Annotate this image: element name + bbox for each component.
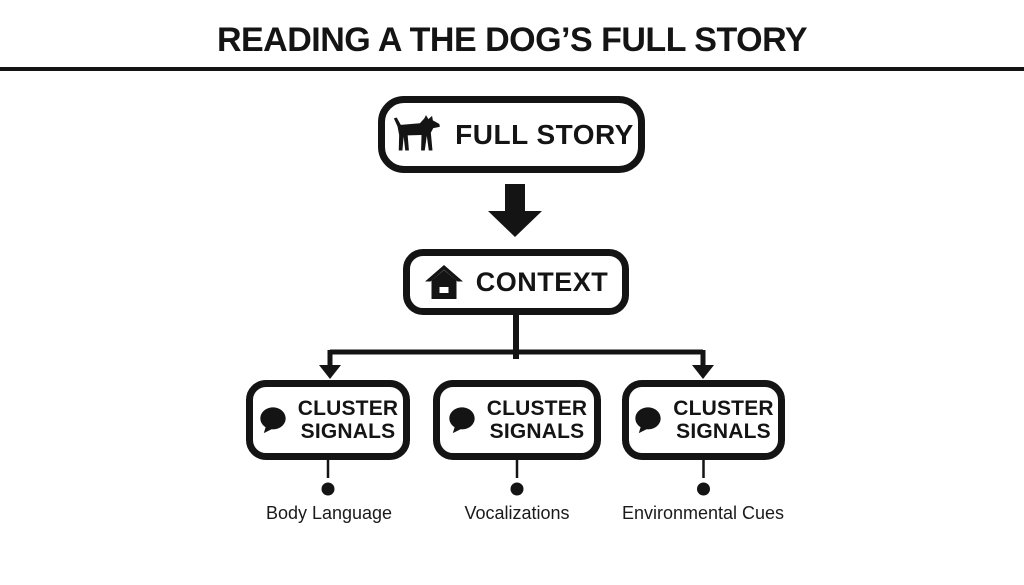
node-full-story-label: FULL STORY — [455, 118, 634, 150]
caption-vocalizations: Vocalizations — [464, 503, 570, 523]
down-arrow-icon — [488, 184, 542, 237]
node-cluster-signals-3-label: CLUSTER SIGNALS — [673, 397, 774, 443]
cluster-label-line1: CLUSTER — [486, 397, 588, 420]
caption-body-language: Body Language — [265, 503, 393, 523]
cluster-label-line2: SIGNALS — [489, 420, 585, 443]
bullet-dot — [697, 482, 710, 496]
house-icon — [424, 265, 463, 299]
bullet-dot — [321, 482, 335, 496]
node-cluster-signals-3: CLUSTER SIGNALS — [622, 380, 785, 460]
node-cluster-signals-1: CLUSTER SIGNALS — [246, 380, 410, 460]
cluster-label-line1: CLUSTER — [297, 397, 399, 420]
node-context: CONTEXT — [403, 249, 629, 315]
speech-bubble-icon — [260, 407, 286, 434]
speech-bubble-icon — [449, 407, 475, 434]
title-divider-line — [0, 67, 1024, 71]
node-cluster-signals-1-label: CLUSTER SIGNALS — [298, 397, 399, 443]
left-arrowhead-icon — [319, 365, 341, 379]
caption-environmental-cues: Environmental Cues — [621, 503, 785, 523]
bullet-dot — [510, 482, 524, 496]
node-context-label: CONTEXT — [475, 266, 609, 297]
right-arrowhead-icon — [692, 365, 714, 379]
node-full-story: FULL STORY — [378, 96, 645, 173]
cluster-label-line2: SIGNALS — [676, 420, 771, 443]
node-cluster-signals-2-label: CLUSTER SIGNALS — [487, 397, 588, 443]
page-title: READING A THE DOG’S FULL STORY — [216, 21, 808, 59]
dog-icon — [394, 114, 440, 150]
speech-bubble-icon — [635, 407, 661, 434]
cluster-label-line2: SIGNALS — [300, 420, 396, 443]
node-cluster-signals-2: CLUSTER SIGNALS — [433, 380, 601, 460]
cluster-label-line1: CLUSTER — [673, 397, 774, 420]
